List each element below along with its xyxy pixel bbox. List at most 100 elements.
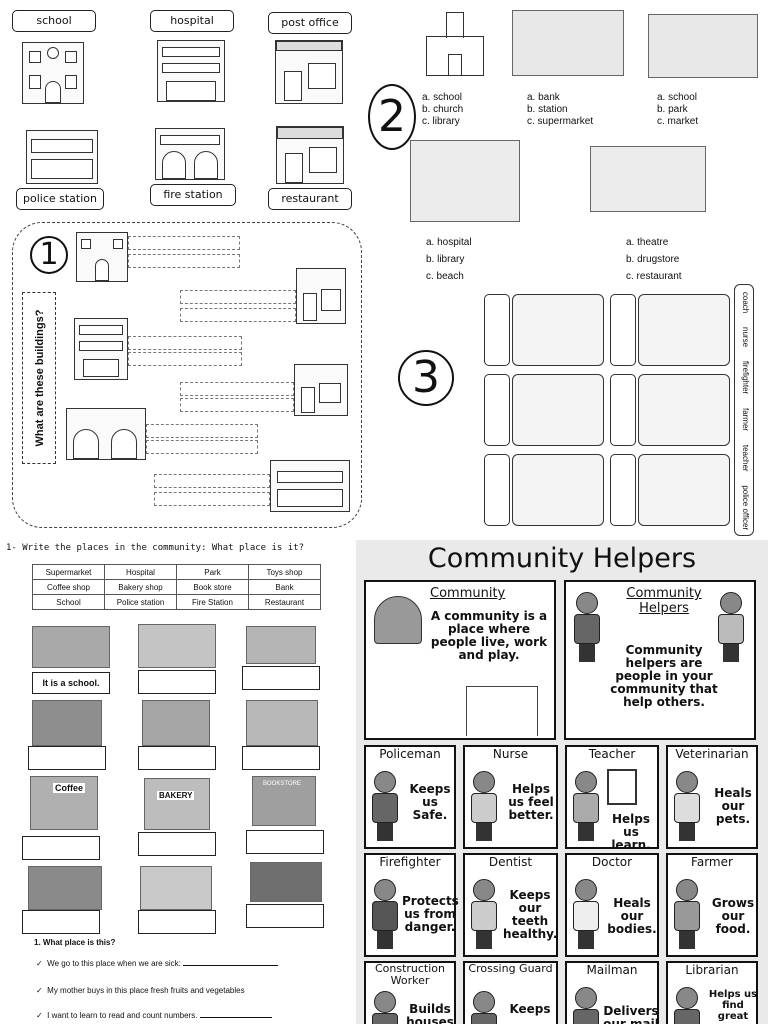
option[interactable]: c. library bbox=[422, 116, 460, 127]
answer-underline[interactable] bbox=[199, 1010, 272, 1018]
answer-line-8[interactable] bbox=[180, 398, 294, 412]
table-cell: Coffee shop bbox=[32, 579, 105, 595]
worksheet-instruction: 1- Write the places in the community: Wh… bbox=[6, 543, 305, 553]
answer-box[interactable] bbox=[138, 910, 216, 934]
answer-box[interactable] bbox=[246, 904, 324, 928]
label-fire-station: fire station bbox=[150, 184, 236, 206]
answer-slot-4[interactable] bbox=[610, 374, 636, 446]
answer-line-6[interactable] bbox=[128, 352, 242, 366]
option[interactable]: a. theatre bbox=[626, 237, 669, 248]
coach-picture bbox=[512, 294, 604, 366]
answer-box[interactable] bbox=[242, 746, 320, 770]
answer-line-12[interactable] bbox=[154, 492, 270, 506]
answer-line-11[interactable] bbox=[154, 474, 270, 488]
option[interactable]: b. church bbox=[422, 104, 464, 115]
option[interactable]: c. beach bbox=[426, 271, 464, 282]
option[interactable]: c. supermarket bbox=[527, 116, 594, 127]
doctor-icon bbox=[569, 879, 603, 953]
bakery-sign: BAKERY bbox=[157, 791, 195, 800]
chalkboard-icon bbox=[607, 769, 637, 805]
exercise-number-1: 1 bbox=[30, 236, 68, 274]
answer-line-7[interactable] bbox=[180, 382, 294, 396]
answer-line-1[interactable] bbox=[128, 236, 240, 250]
answer-slot-1[interactable] bbox=[484, 294, 510, 366]
option[interactable]: b. park bbox=[657, 104, 688, 115]
swing-set-icon bbox=[466, 686, 538, 736]
option[interactable]: a. school bbox=[422, 92, 463, 103]
supermarket-photo bbox=[28, 866, 102, 910]
job-word: coach bbox=[741, 291, 750, 314]
helper-card-librarian: Librarian Helps us find great bbox=[666, 961, 758, 1024]
label-police-station: police station bbox=[16, 188, 104, 210]
options-group-3: a. school b. park c. market bbox=[657, 92, 698, 128]
table-cell: Fire Station bbox=[176, 594, 249, 610]
construction-worker-icon bbox=[368, 991, 402, 1024]
restaurant-building-icon bbox=[276, 126, 344, 184]
helper-text: Heals our pets. bbox=[714, 786, 752, 826]
helper-card-nurse: Nurse Helps us feel better. bbox=[463, 745, 558, 849]
option[interactable]: a. bank bbox=[527, 92, 560, 103]
jobs-word-bank: coach nurse firefighter farmer teacher p… bbox=[734, 284, 754, 536]
answer-line-4[interactable] bbox=[180, 308, 296, 322]
answer-line-9[interactable] bbox=[146, 424, 258, 438]
option[interactable]: a. school bbox=[657, 92, 698, 103]
job-word: farmer bbox=[741, 407, 750, 432]
restaurant-drawing bbox=[590, 146, 706, 212]
answer-box[interactable] bbox=[28, 746, 106, 770]
match-police-station-icon bbox=[270, 460, 350, 512]
option[interactable]: a. hospital bbox=[426, 237, 472, 248]
answer-box[interactable] bbox=[242, 666, 320, 690]
librarian-icon bbox=[670, 987, 704, 1024]
question-text: My mother buys in this place fresh fruit… bbox=[47, 986, 245, 995]
answer-underline[interactable] bbox=[183, 958, 279, 966]
nurse-picture bbox=[512, 454, 604, 526]
answer-slot-5[interactable] bbox=[484, 454, 510, 526]
answer-line-5[interactable] bbox=[128, 336, 242, 350]
option[interactable]: c. market bbox=[657, 116, 699, 127]
answer-line-10[interactable] bbox=[146, 440, 258, 454]
teacher-icon bbox=[569, 771, 603, 845]
police-station-photo bbox=[32, 700, 102, 746]
table-cell: School bbox=[32, 594, 105, 610]
match-restaurant-icon bbox=[294, 364, 348, 416]
helper-text: Grows our food. bbox=[711, 896, 755, 936]
match-fire-station-icon bbox=[66, 408, 146, 460]
options-group-5: a. theatre b. drugstore c. restaurant bbox=[626, 234, 682, 285]
school-photo bbox=[32, 626, 110, 668]
option[interactable]: c. restaurant bbox=[626, 271, 682, 282]
option[interactable]: b. drugstore bbox=[626, 254, 680, 265]
answer-slot-3[interactable] bbox=[484, 374, 510, 446]
option[interactable]: b. station bbox=[527, 104, 568, 115]
match-school-icon bbox=[76, 232, 128, 282]
toys-shop-photo bbox=[246, 700, 318, 746]
policeman-icon bbox=[368, 771, 402, 845]
answer-line-3[interactable] bbox=[180, 290, 296, 304]
bookstore-photo: BOOKSTORE bbox=[252, 776, 316, 826]
answer-box[interactable] bbox=[22, 910, 100, 934]
answer-box[interactable] bbox=[246, 830, 324, 854]
vertical-question-text: What are these buildings? bbox=[34, 309, 46, 447]
helpers-card-title: Community Helpers bbox=[626, 586, 702, 616]
option[interactable]: b. library bbox=[426, 254, 465, 265]
helper-card-mailman: Mailman Delivers our mail bbox=[565, 961, 659, 1024]
answer-slot-6[interactable] bbox=[610, 454, 636, 526]
helper-title: Nurse bbox=[492, 747, 529, 761]
helper-text: Keeps our teeth healthy. bbox=[503, 888, 558, 941]
poster-title: Community Helpers bbox=[427, 543, 697, 574]
answer-box[interactable] bbox=[138, 832, 216, 856]
answer-box[interactable] bbox=[138, 746, 216, 770]
post-office-building-icon bbox=[275, 40, 343, 104]
helper-card-firefighter: Firefighter Protects us from danger. bbox=[364, 853, 459, 957]
hospital-building-icon bbox=[157, 40, 225, 102]
helper-card-teacher: Teacher Helps us learn. bbox=[565, 745, 659, 852]
answer-box[interactable] bbox=[22, 836, 100, 860]
label-restaurant: restaurant bbox=[268, 188, 352, 210]
answer-slot-2[interactable] bbox=[610, 294, 636, 366]
answer-line-2[interactable] bbox=[128, 254, 240, 268]
church-drawing bbox=[420, 8, 488, 78]
answer-box[interactable] bbox=[138, 670, 216, 694]
question-text: We go to this place when we are sick: bbox=[47, 959, 181, 968]
options-group-1: a. school b. church c. library bbox=[422, 92, 463, 128]
options-group-2: a. bank b. station c. supermarket bbox=[527, 92, 593, 128]
police-officer-picture bbox=[638, 454, 730, 526]
